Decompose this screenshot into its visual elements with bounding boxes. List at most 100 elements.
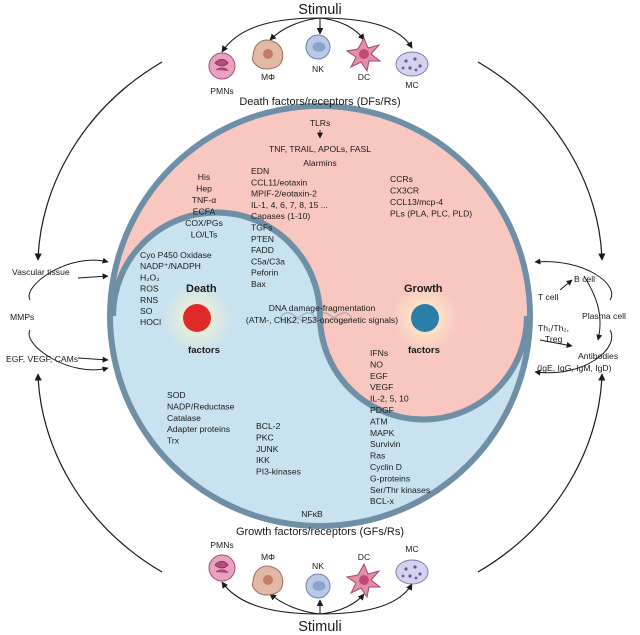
death-factor-item: EDN <box>251 166 269 176</box>
growth-factor-item: Ser/Thr kinases <box>370 485 430 495</box>
growth-factor-item: Survivin <box>370 439 401 449</box>
growth-factor-item: BCL-x <box>370 496 395 506</box>
growth-label: Growth <box>404 283 443 295</box>
stimuli-bottom-label: Stimuli <box>298 619 342 635</box>
growth-label-factors: factors <box>408 345 440 356</box>
death-factor-item: NADP⁺/NADPH <box>140 261 201 271</box>
top-cell-label: NK <box>312 64 324 74</box>
t-cell-label: T cell <box>538 292 558 302</box>
nk-cell-icon <box>305 34 331 60</box>
plasma-cell-label: Plasma cell <box>582 311 626 321</box>
death-factor-item: COX/PGs <box>185 218 223 228</box>
mmps-label: MMPs <box>10 312 34 322</box>
bottom-cell-label: DC <box>358 552 370 562</box>
growth-factor-item: ATM <box>370 416 388 426</box>
growth-factor-item: Trx <box>167 436 180 446</box>
yin-yang-divider <box>110 209 530 423</box>
death-factor-item: Bax <box>251 279 267 289</box>
death-factor-item: PTEN <box>251 234 274 244</box>
macrophage-cell-icon <box>251 565 284 596</box>
growth-factor-item: PI3-kinases <box>256 467 301 477</box>
death-factor-item: ROS <box>140 284 159 294</box>
top-cell-label: MΦ <box>261 72 275 82</box>
left-arrows <box>28 257 109 373</box>
death-factor-item: PLs (PLA, PLC, PLD) <box>390 209 472 219</box>
growth-factor-item: NO <box>370 359 383 369</box>
death-factor-item: H₂O₂ <box>140 272 160 282</box>
death-factor-item: TNF-α <box>192 195 217 205</box>
right-arrows <box>534 258 613 376</box>
death-label: Death <box>186 283 217 295</box>
death-factor-item: CX3CR <box>390 186 419 196</box>
growth-factor-item: G-proteins <box>370 473 410 483</box>
death-factor-item: Peforin <box>251 268 278 278</box>
growth-factor-item: IFNs <box>370 348 388 358</box>
bottom-stimuli-arrows <box>221 581 413 615</box>
dna-signals-label: (ATM-, CHK2, P53-oncogenetic signals) <box>246 315 398 325</box>
death-factor-item: Capases (1-10) <box>251 211 310 221</box>
death-dot-icon <box>183 304 211 332</box>
egf-vegf-cams-label: EGF, VEGF, CAMs <box>6 354 78 364</box>
antibodies-classes-label: (IgE, IgG, IgM, IgD) <box>537 363 612 373</box>
growth-factor-item: BCL-2 <box>256 421 281 431</box>
bottom-cell-label: MΦ <box>261 552 275 562</box>
death-factor-item: SO <box>140 306 153 316</box>
top-cell-label: MC <box>405 80 418 90</box>
bottom-cells <box>208 554 429 599</box>
growth-factor-item: VEGF <box>370 382 393 392</box>
dc-cell-icon <box>345 36 382 73</box>
top-cell-label: PMNs <box>210 86 233 96</box>
dna-helix-icon <box>279 312 353 324</box>
alarmins-label: Alarmins <box>303 158 336 168</box>
growth-factor-item: EGF <box>370 371 388 381</box>
dna-damage-label: DNA damage-fragmentation <box>269 303 376 313</box>
mast-cell-icon <box>395 559 429 585</box>
bottom-cell-label: MC <box>405 544 418 554</box>
death-factor-item: TGFs <box>251 223 272 233</box>
death-factor-item: IL-1, 4, 6, 7, 8, 15 ... <box>251 200 328 210</box>
death-factor-item: Hep <box>196 184 212 194</box>
top-cells <box>208 34 429 80</box>
tnf-label: TNF, TRAIL, APOLs, FASL <box>269 144 371 154</box>
growth-factor-item: PKC <box>256 432 274 442</box>
b-cell-label: B cell <box>574 274 595 284</box>
pmn-cell-icon <box>208 52 236 80</box>
growth-factor-item: Adapter proteins <box>167 424 230 434</box>
death-factor-item: Cyo P450 Oxidase <box>140 250 212 260</box>
death-factor-item: MPIF-2/eotaxin-2 <box>251 189 317 199</box>
bottom-cell-label: NK <box>312 561 324 571</box>
death-factor-item: HOCl <box>140 317 161 327</box>
death-factor-item: ECFA <box>193 207 216 217</box>
pmn-cell-icon <box>208 554 236 582</box>
death-factor-item: His <box>198 172 210 182</box>
growth-factor-item: NADP/Reductase <box>167 401 235 411</box>
dc-cell-icon <box>345 562 382 599</box>
growth-factor-item: SOD <box>167 390 186 400</box>
outer-arrows <box>34 61 606 573</box>
top-stimuli-arrows <box>221 17 413 53</box>
macrophage-cell-icon <box>251 39 284 70</box>
mast-cell-icon <box>395 51 429 77</box>
stimuli-top-label: Stimuli <box>298 2 342 18</box>
nk-cell-icon <box>305 573 331 599</box>
growth-factor-item: Ras <box>370 451 385 461</box>
death-factor-item: CCL13/mcp-4 <box>390 197 443 207</box>
death-column-oxidative: Cyo P450 OxidaseNADP⁺/NADPHH₂O₂ROSRNSSOH… <box>140 250 212 327</box>
growth-factor-item: Cyclin D <box>370 462 402 472</box>
bottom-cell-label: PMNs <box>210 540 233 550</box>
vascular-tissue-label: Vascular tissue <box>12 267 70 277</box>
death-factors-caption: Death factors/receptors (DFs/Rs) <box>239 96 400 108</box>
death-factor-item: LO/LTs <box>191 230 218 240</box>
growth-factor-item: IKK <box>256 455 270 465</box>
death-factor-item: CCL11/eotaxin <box>251 177 307 187</box>
growth-factor-item: MAPK <box>370 428 395 438</box>
growth-factors-caption: Growth factors/receptors (GFs/Rs) <box>236 526 404 538</box>
tlrs-label: TLRs <box>310 118 331 128</box>
